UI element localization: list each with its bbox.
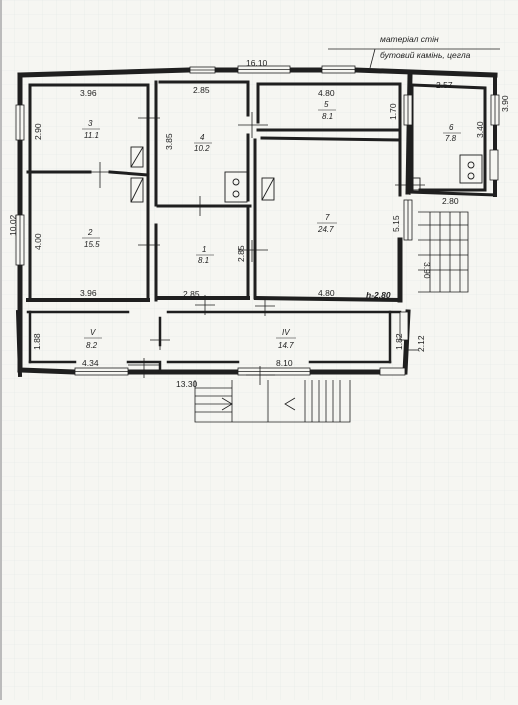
- dim-top-mid: 2.85: [193, 85, 210, 95]
- room-7: 7 24.7: [317, 213, 337, 234]
- stoves: [130, 146, 483, 203]
- room-v: V 8.2: [84, 328, 102, 350]
- room-5-number: 5: [324, 100, 329, 109]
- dim-left-lower: 4.00: [33, 233, 43, 250]
- front-stairs: [194, 380, 351, 423]
- dim-r6-bottom: 2.80: [442, 196, 459, 206]
- note-wall-type: бутовий камінь, цегла: [380, 50, 471, 60]
- room-4-area: 10.2: [194, 144, 210, 153]
- dim-top-total: 16.10: [246, 58, 268, 68]
- room-1-number: 1: [202, 245, 206, 254]
- side-stairs: [418, 211, 469, 293]
- dim-r1-height: 2.85: [236, 245, 246, 262]
- room-6-number: 6: [449, 123, 454, 132]
- dim-iv-width: 8.10: [276, 358, 293, 368]
- dim-iv-height: 1.82: [394, 333, 404, 350]
- room-5-area: 8.1: [322, 112, 333, 121]
- grid-marks: [85, 108, 425, 385]
- room-v-area: 8.2: [86, 341, 98, 350]
- room-5: 5 8.1: [318, 100, 336, 121]
- room-2: 2 15.5: [82, 228, 100, 249]
- dim-mid-right: 4.80: [318, 288, 335, 298]
- room-1-area: 8.1: [198, 256, 209, 265]
- room-1: 1 8.1: [196, 245, 214, 265]
- room-6: 6 7.8: [443, 123, 461, 143]
- dim-bottom-total: 13.30: [176, 379, 198, 389]
- height-label: h-2.80: [366, 290, 391, 300]
- dim-top-left: 3.96: [80, 88, 97, 98]
- room-labels: 3 11.1 4 10.2 5 8.1 6 7.8 2 15.5 1 8.1: [82, 100, 461, 350]
- dim-r4-height: 3.85: [164, 133, 174, 150]
- dim-v-width: 4.34: [82, 358, 99, 368]
- dim-r6-height: 3.40: [475, 121, 485, 138]
- room-3-number: 3: [88, 119, 93, 128]
- room-4-number: 4: [200, 133, 205, 142]
- dim-left-upper: 2.90: [33, 123, 43, 140]
- room-7-number: 7: [325, 213, 330, 222]
- room-2-number: 2: [87, 228, 93, 237]
- dimension-labels: 16.10 3.96 2.85 4.80 2.57 10.02 2.90 4.0…: [8, 58, 510, 389]
- room-3: 3 11.1: [82, 119, 100, 140]
- room-iv-number: IV: [282, 328, 290, 337]
- room-iv: IV 14.7: [276, 328, 296, 350]
- room-iv-area: 14.7: [278, 341, 294, 350]
- dim-iv-right: 2.12: [416, 335, 426, 352]
- windows: [15, 65, 500, 376]
- note-wall-material: матеріал стін: [380, 34, 439, 44]
- dim-v-height: 1.88: [32, 333, 42, 350]
- dim-r7-height: 5.15: [391, 215, 401, 232]
- room-3-area: 11.1: [84, 131, 99, 140]
- dim-far-right: 3.90: [500, 95, 510, 112]
- dim-top-far: 2.57: [436, 80, 453, 90]
- dim-stair-height: 3.90: [422, 262, 432, 279]
- dim-mid-left: 3.96: [80, 288, 97, 298]
- room-6-area: 7.8: [445, 134, 457, 143]
- dim-r5-height: 1.70: [388, 103, 398, 120]
- room-2-area: 15.5: [84, 240, 100, 249]
- dim-top-right: 4.80: [318, 88, 335, 98]
- room-7-area: 24.7: [317, 225, 334, 234]
- dim-left-total: 10.02: [8, 214, 18, 236]
- room-4: 4 10.2: [194, 133, 212, 153]
- dim-mid-center: 2.85: [183, 289, 200, 299]
- note-leader: [328, 48, 500, 69]
- room-v-number: V: [90, 328, 96, 337]
